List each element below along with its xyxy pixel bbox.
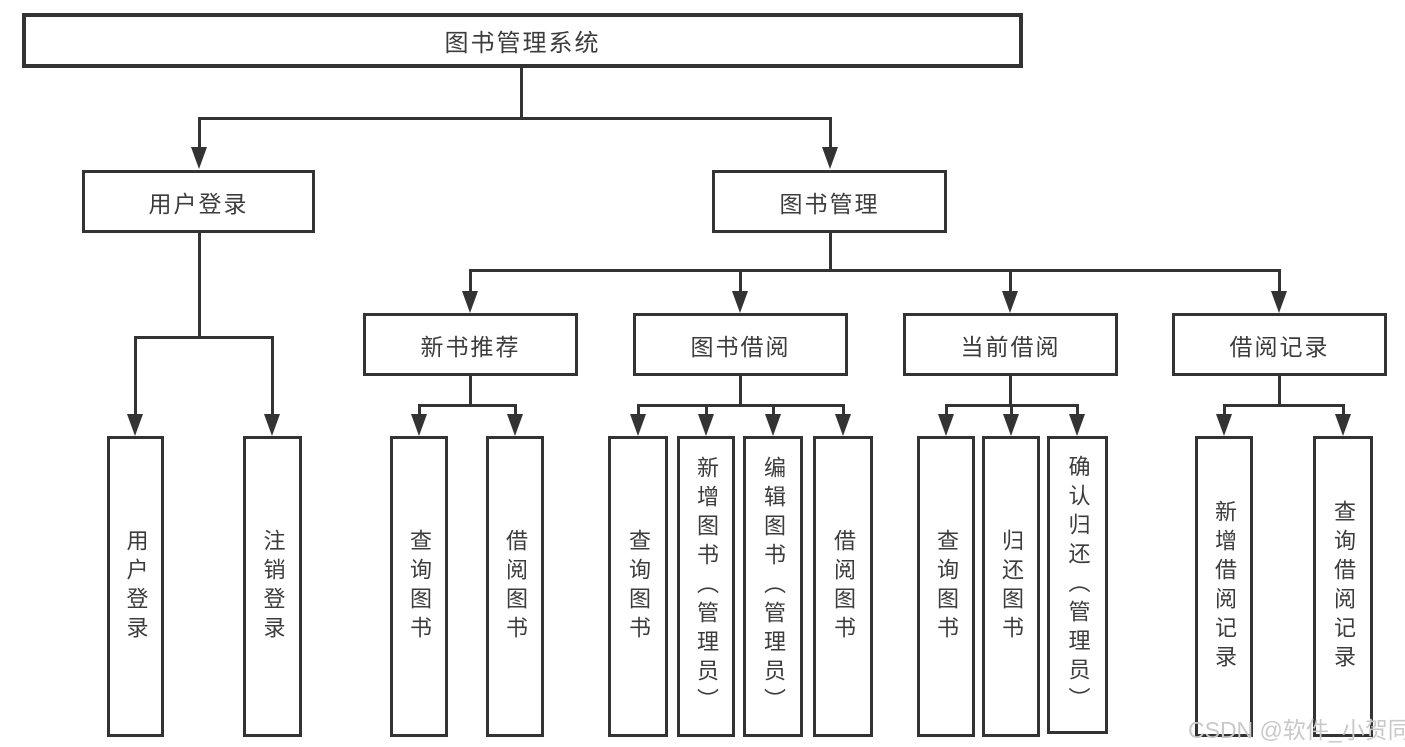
leaf-add-borrow-record-label: 新增借阅记录 — [1212, 499, 1237, 674]
connector-line — [469, 269, 472, 293]
leaf-user-login-label: 用户登录 — [123, 528, 149, 645]
leaf-return-books: 归还图书 — [982, 436, 1040, 737]
connector-line — [1278, 269, 1281, 293]
node-book-borrow: 图书借阅 — [633, 313, 848, 376]
arrow-down-icon — [765, 414, 781, 436]
connector-line — [1342, 404, 1345, 416]
arrow-down-icon — [1335, 414, 1351, 436]
leaf-logout-login: 注销登录 — [243, 436, 302, 737]
leaf-query-books-2: 查询图书 — [608, 436, 668, 737]
arrow-down-icon — [835, 414, 851, 436]
node-new-book-recommend: 新书推荐 — [363, 313, 578, 376]
connector-line — [198, 117, 201, 149]
leaf-query-borrow-record: 查询借阅记录 — [1313, 436, 1373, 737]
leaf-borrow-books-2: 借阅图书 — [813, 436, 873, 737]
arrow-down-icon — [698, 414, 714, 436]
leaf-borrow-books-2-label: 借阅图书 — [831, 528, 856, 645]
node-current-borrow-label: 当前借阅 — [960, 333, 1061, 360]
leaf-add-books-admin-label: 新增图书（管理员） — [694, 456, 719, 717]
arrow-down-icon — [822, 147, 838, 169]
connector-line — [705, 404, 708, 416]
connector-line — [514, 404, 517, 416]
leaf-borrow-books-1: 借阅图书 — [486, 436, 544, 737]
node-borrow-records-label: 借阅记录 — [1229, 333, 1330, 360]
leaf-confirm-return-admin-label: 确认归还（管理员） — [1065, 454, 1091, 716]
connector-line — [739, 376, 742, 407]
connector-line — [469, 269, 1281, 272]
leaf-query-borrow-record-label: 查询借阅记录 — [1331, 499, 1356, 674]
connector-line — [520, 68, 523, 120]
connector-line — [829, 233, 832, 272]
arrow-down-icon — [630, 414, 646, 436]
leaf-edit-books-admin-label: 编辑图书（管理员） — [761, 456, 786, 717]
leaf-query-books-3-label: 查询图书 — [934, 528, 959, 645]
connector-line — [134, 336, 274, 339]
connector-line — [1076, 404, 1079, 416]
node-book-management-label: 图书管理 — [779, 190, 880, 217]
arrow-down-icon — [127, 414, 143, 436]
node-new-book-recommend-label: 新书推荐 — [420, 333, 521, 360]
connector-line — [842, 404, 845, 416]
arrow-down-icon — [1003, 414, 1019, 436]
node-borrow-records: 借阅记录 — [1172, 313, 1387, 376]
leaf-query-books-1: 查询图书 — [390, 436, 448, 737]
arrow-down-icon — [1271, 291, 1287, 313]
arrow-down-icon — [264, 414, 280, 436]
leaf-borrow-books-1-label: 借阅图书 — [503, 528, 528, 645]
connector-line — [637, 404, 640, 416]
connector-line — [271, 336, 274, 416]
connector-line — [829, 117, 832, 149]
connector-line — [945, 404, 948, 416]
leaf-query-books-1-label: 查询图书 — [407, 528, 432, 645]
connector-line — [1009, 376, 1012, 407]
node-user-login-label: 用户登录 — [148, 190, 249, 217]
arrow-down-icon — [507, 414, 523, 436]
arrow-down-icon — [1002, 291, 1018, 313]
csdn-watermark: CSDN @软件_小贺同学 — [1188, 717, 1405, 743]
node-root: 图书管理系统 — [22, 13, 1023, 68]
connector-line — [1278, 376, 1281, 407]
arrow-down-icon — [1216, 414, 1232, 436]
arrow-down-icon — [938, 414, 954, 436]
connector-line — [1010, 404, 1013, 416]
leaf-add-books-admin: 新增图书（管理员） — [677, 436, 735, 737]
arrow-down-icon — [732, 291, 748, 313]
connector-line — [1223, 404, 1226, 416]
leaf-return-books-label: 归还图书 — [999, 528, 1024, 645]
connector-line — [1009, 269, 1012, 293]
leaf-edit-books-admin: 编辑图书（管理员） — [743, 436, 803, 737]
connector-line — [469, 376, 472, 407]
connector-line — [772, 404, 775, 416]
node-user-login: 用户登录 — [82, 170, 315, 233]
connector-line — [198, 117, 832, 120]
connector-line — [1223, 404, 1345, 407]
node-book-borrow-label: 图书借阅 — [690, 333, 791, 360]
arrow-down-icon — [191, 147, 207, 169]
leaf-add-borrow-record: 新增借阅记录 — [1195, 436, 1253, 737]
arrow-down-icon — [462, 291, 478, 313]
arrow-down-icon — [411, 414, 427, 436]
leaf-query-books-2-label: 查询图书 — [626, 528, 651, 645]
connector-line — [134, 336, 137, 416]
leaf-user-login: 用户登录 — [107, 436, 164, 737]
node-root-label: 图书管理系统 — [444, 30, 601, 57]
connector-line — [418, 404, 421, 416]
node-book-management: 图书管理 — [712, 170, 947, 233]
node-current-borrow: 当前借阅 — [903, 313, 1118, 376]
connector-line — [637, 404, 845, 407]
connector-line — [739, 269, 742, 293]
arrow-down-icon — [1069, 414, 1085, 436]
connector-line — [198, 233, 201, 339]
leaf-confirm-return-admin: 确认归还（管理员） — [1047, 436, 1108, 734]
connector-line — [418, 404, 517, 407]
leaf-logout-login-label: 注销登录 — [260, 528, 286, 645]
leaf-query-books-3: 查询图书 — [917, 436, 975, 737]
